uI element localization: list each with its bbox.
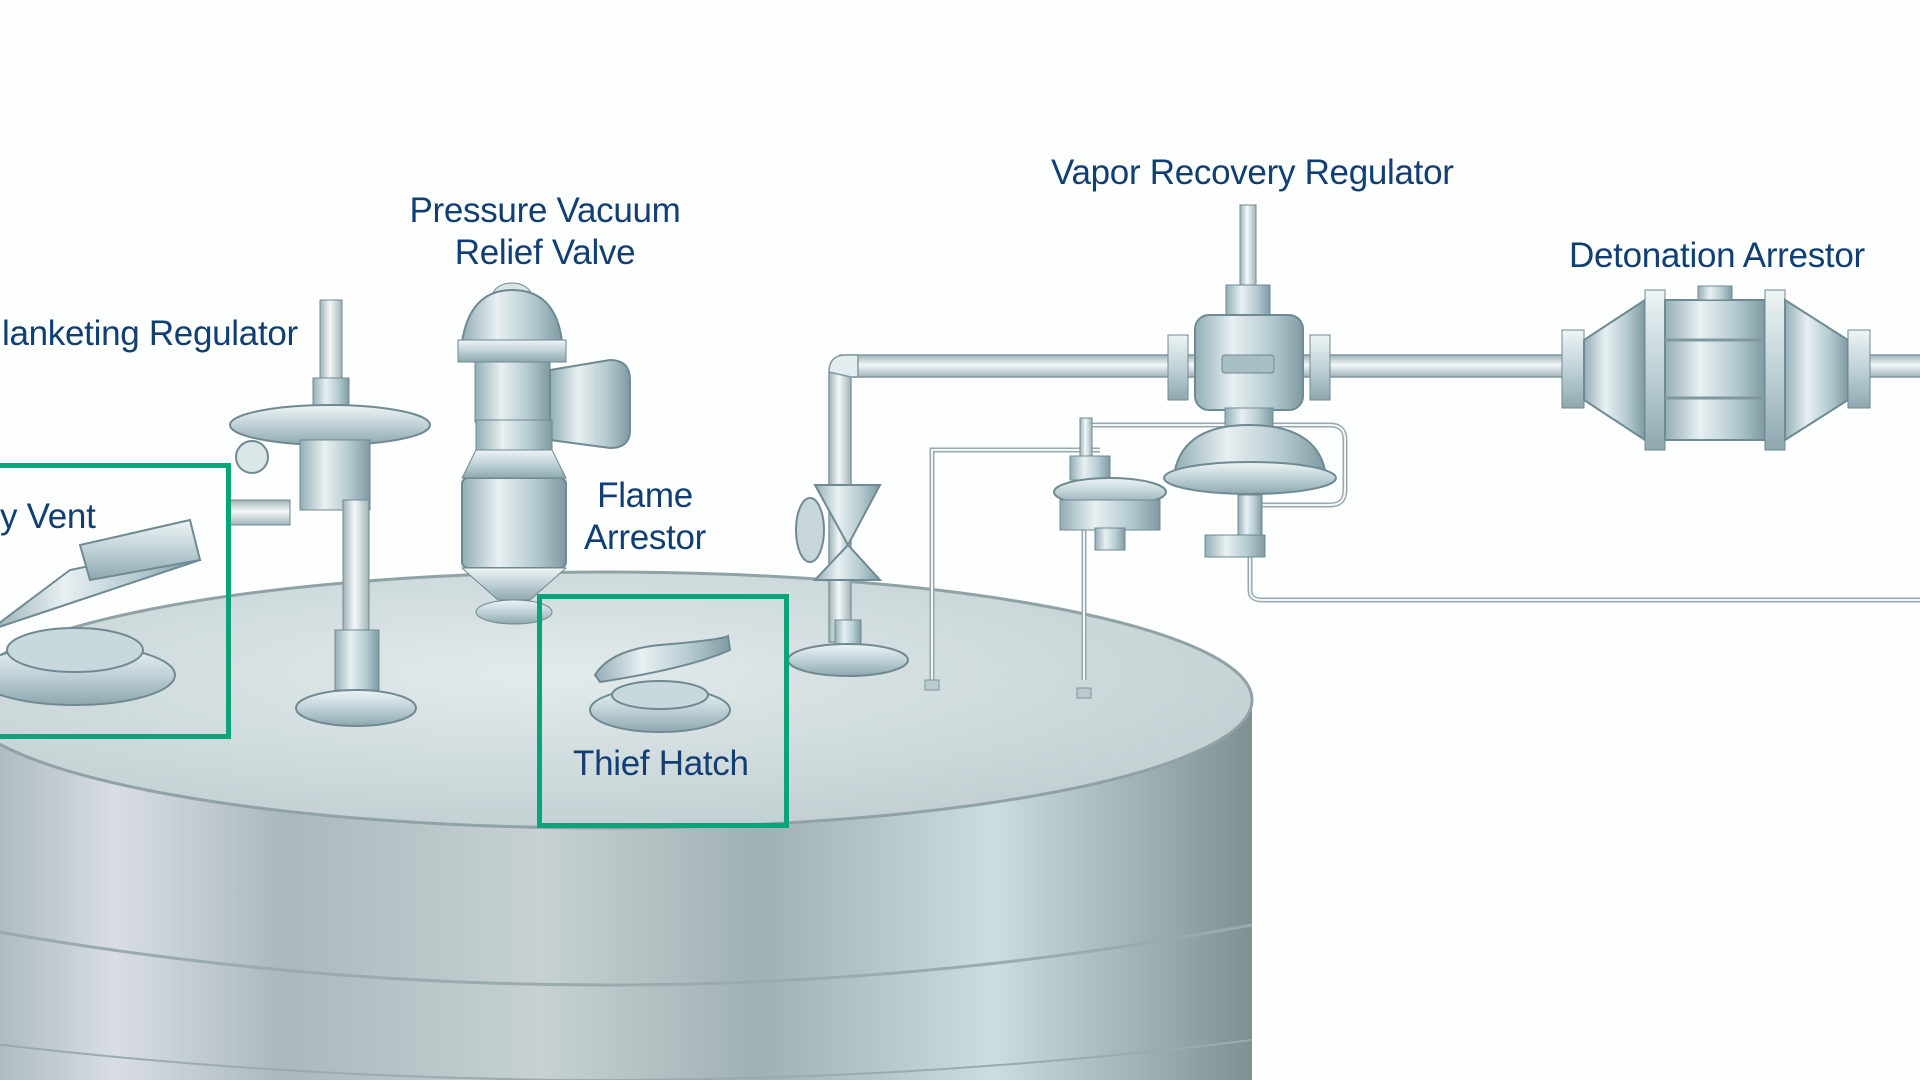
thief-hatch-label: Thief Hatch — [573, 744, 749, 783]
pressure-vacuum-relief-valve-label-line1: Pressure Vacuum — [409, 191, 681, 230]
thief-hatch-highlight — [537, 594, 789, 828]
thief-hatch-icon — [589, 634, 732, 733]
vapor-recovery-regulator-icon — [1163, 204, 1337, 558]
detonation-arrestor-icon — [1561, 285, 1871, 451]
pilot-regulator-icon — [1053, 417, 1167, 551]
pressure-vacuum-relief-valve-label-line2: Relief Valve — [454, 233, 636, 272]
emergency-vent-label: y Vent — [0, 497, 96, 536]
blanketing-regulator-label: lanketing Regulator — [2, 314, 298, 353]
flame-arrestor-label: Flame Arrestor — [560, 475, 730, 559]
flame-arrestor-icon — [460, 419, 568, 625]
detonation-arrestor-label: Detonation Arrestor — [1569, 236, 1865, 275]
flame-arrestor-label-line1: Flame — [597, 476, 693, 515]
vapor-recovery-regulator-label: Vapor Recovery Regulator — [1051, 153, 1454, 192]
pressure-vacuum-relief-valve-label: Pressure Vacuum Relief Valve — [385, 190, 705, 274]
flame-arrestor-label-line2: Arrestor — [583, 518, 707, 557]
emergency-vent-icon — [0, 518, 202, 706]
pressure-vacuum-relief-valve-icon — [457, 282, 631, 450]
emergency-vent-highlight — [0, 463, 231, 739]
blanketing-regulator-icon — [229, 299, 431, 727]
gate-valve-icon — [787, 484, 909, 677]
